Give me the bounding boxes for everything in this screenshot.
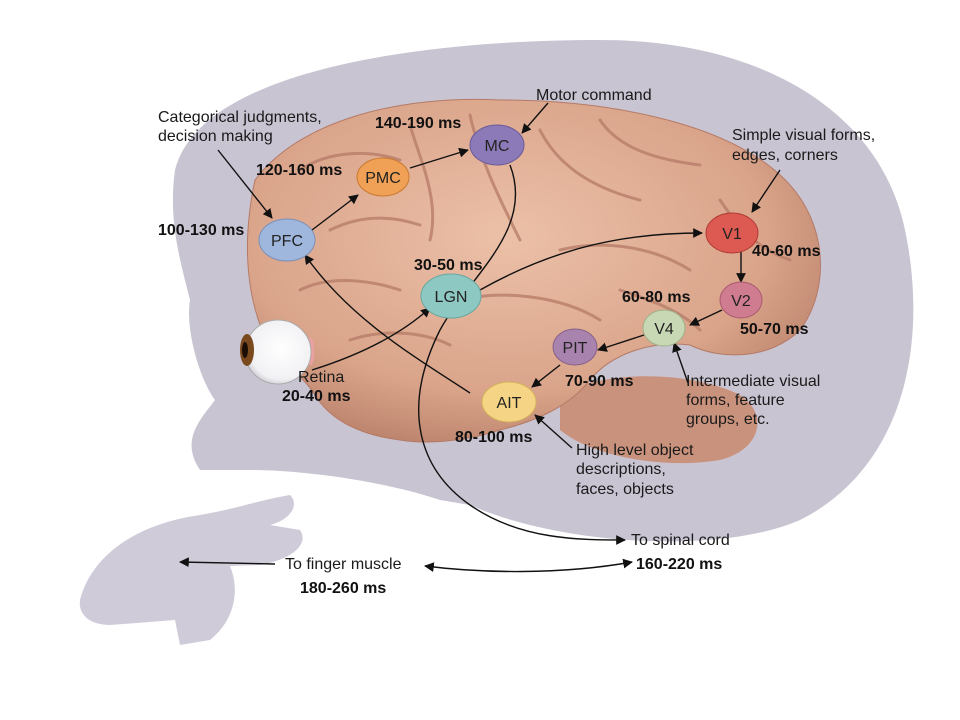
timing-mc: 140-190 ms bbox=[375, 115, 461, 132]
annotation-categorical-line2: decision making bbox=[158, 128, 273, 145]
node-lgn: LGN bbox=[420, 273, 482, 319]
annotation-simple-line1: Simple visual forms, bbox=[732, 127, 875, 144]
annotation-high-line3: faces, objects bbox=[576, 481, 674, 498]
arrow-v2-to-v4 bbox=[689, 309, 723, 326]
arrow-intermediate-to-v4 bbox=[672, 342, 689, 384]
arrow-pfc-to-pmc bbox=[311, 194, 359, 231]
arrow-spinal-to-finger bbox=[424, 558, 633, 573]
arrow-motorcommand-to-mc bbox=[521, 102, 549, 134]
timing-spinal: 160-220 ms bbox=[636, 556, 722, 573]
timing-v4: 60-80 ms bbox=[622, 289, 691, 306]
node-v2-ellipse bbox=[719, 281, 763, 319]
annotation-categorical-line1: Categorical judgments, bbox=[158, 109, 322, 126]
node-pmc-label: PMC bbox=[365, 170, 401, 187]
node-mc-label: MC bbox=[485, 138, 510, 155]
annotation-high-line2: descriptions, bbox=[576, 461, 666, 478]
node-lgn-label: LGN bbox=[435, 289, 468, 306]
timing-v1: 40-60 ms bbox=[752, 243, 821, 260]
node-pfc: PFC bbox=[258, 218, 316, 262]
node-v4-ellipse bbox=[642, 309, 686, 347]
pupil bbox=[242, 342, 248, 358]
arrow-pit-to-ait bbox=[531, 364, 561, 388]
arrow-to-finger-muscle bbox=[179, 557, 276, 568]
arrow-v4-to-pit bbox=[597, 334, 645, 352]
arrow-ait-to-pfc bbox=[304, 254, 471, 394]
node-v2-label: V2 bbox=[731, 293, 751, 310]
timing-retina: 20-40 ms bbox=[282, 388, 351, 405]
arrow-high-to-ait bbox=[534, 414, 573, 449]
arrow-pmc-to-mc bbox=[409, 147, 469, 169]
node-v4: V4 bbox=[642, 309, 686, 347]
cerebellum bbox=[560, 376, 758, 464]
node-pit-label: PIT bbox=[563, 340, 588, 357]
node-v4-label: V4 bbox=[654, 321, 674, 338]
node-pmc: PMC bbox=[356, 157, 410, 197]
annotation-simple-line2: edges, corners bbox=[732, 147, 838, 164]
node-ait: AIT bbox=[481, 381, 537, 423]
annotation-intermediate-line2: forms, feature bbox=[686, 392, 785, 409]
eye bbox=[240, 319, 315, 385]
timing-finger: 180-260 ms bbox=[300, 580, 386, 597]
node-ait-label: AIT bbox=[497, 395, 522, 412]
node-pit-ellipse bbox=[552, 328, 598, 366]
node-lgn-ellipse bbox=[420, 273, 482, 319]
annotation-motor-command: Motor command bbox=[536, 87, 652, 104]
node-pfc-label: PFC bbox=[271, 233, 303, 250]
arrow-lgn-to-v1 bbox=[479, 228, 703, 291]
node-mc-ellipse bbox=[469, 124, 525, 166]
timing-v2: 50-70 ms bbox=[740, 321, 809, 338]
arrow-retina-to-lgn bbox=[311, 307, 431, 371]
node-v1: V1 bbox=[705, 212, 759, 254]
node-pmc-ellipse bbox=[356, 157, 410, 197]
node-v2: V2 bbox=[719, 281, 763, 319]
annotation-intermediate-line1: Intermediate visual bbox=[686, 373, 820, 390]
node-v1-label: V1 bbox=[722, 226, 742, 243]
node-ait-ellipse bbox=[481, 381, 537, 423]
node-pit: PIT bbox=[552, 328, 598, 366]
node-pfc-ellipse bbox=[258, 218, 316, 262]
annotation-retina: Retina bbox=[298, 369, 344, 386]
timing-pfc: 100-130 ms bbox=[158, 222, 244, 239]
annotation-high-line1: High level object bbox=[576, 442, 694, 459]
timing-pmc: 120-160 ms bbox=[256, 162, 342, 179]
annotation-intermediate-line3: groups, etc. bbox=[686, 411, 770, 428]
hand-silhouette bbox=[79, 495, 303, 645]
arrow-categorical-to-pfc bbox=[217, 149, 273, 219]
timing-pit: 70-90 ms bbox=[565, 373, 634, 390]
arrow-mc-to-spinal bbox=[418, 164, 626, 545]
timing-ait: 80-100 ms bbox=[455, 429, 532, 446]
annotation-finger-muscle: To finger muscle bbox=[285, 556, 402, 573]
timing-lgn: 30-50 ms bbox=[414, 257, 483, 274]
arrow-simple-to-v1 bbox=[751, 169, 781, 213]
node-mc: MC bbox=[469, 124, 525, 166]
node-v1-ellipse bbox=[705, 212, 759, 254]
annotation-spinal-cord: To spinal cord bbox=[631, 532, 730, 549]
